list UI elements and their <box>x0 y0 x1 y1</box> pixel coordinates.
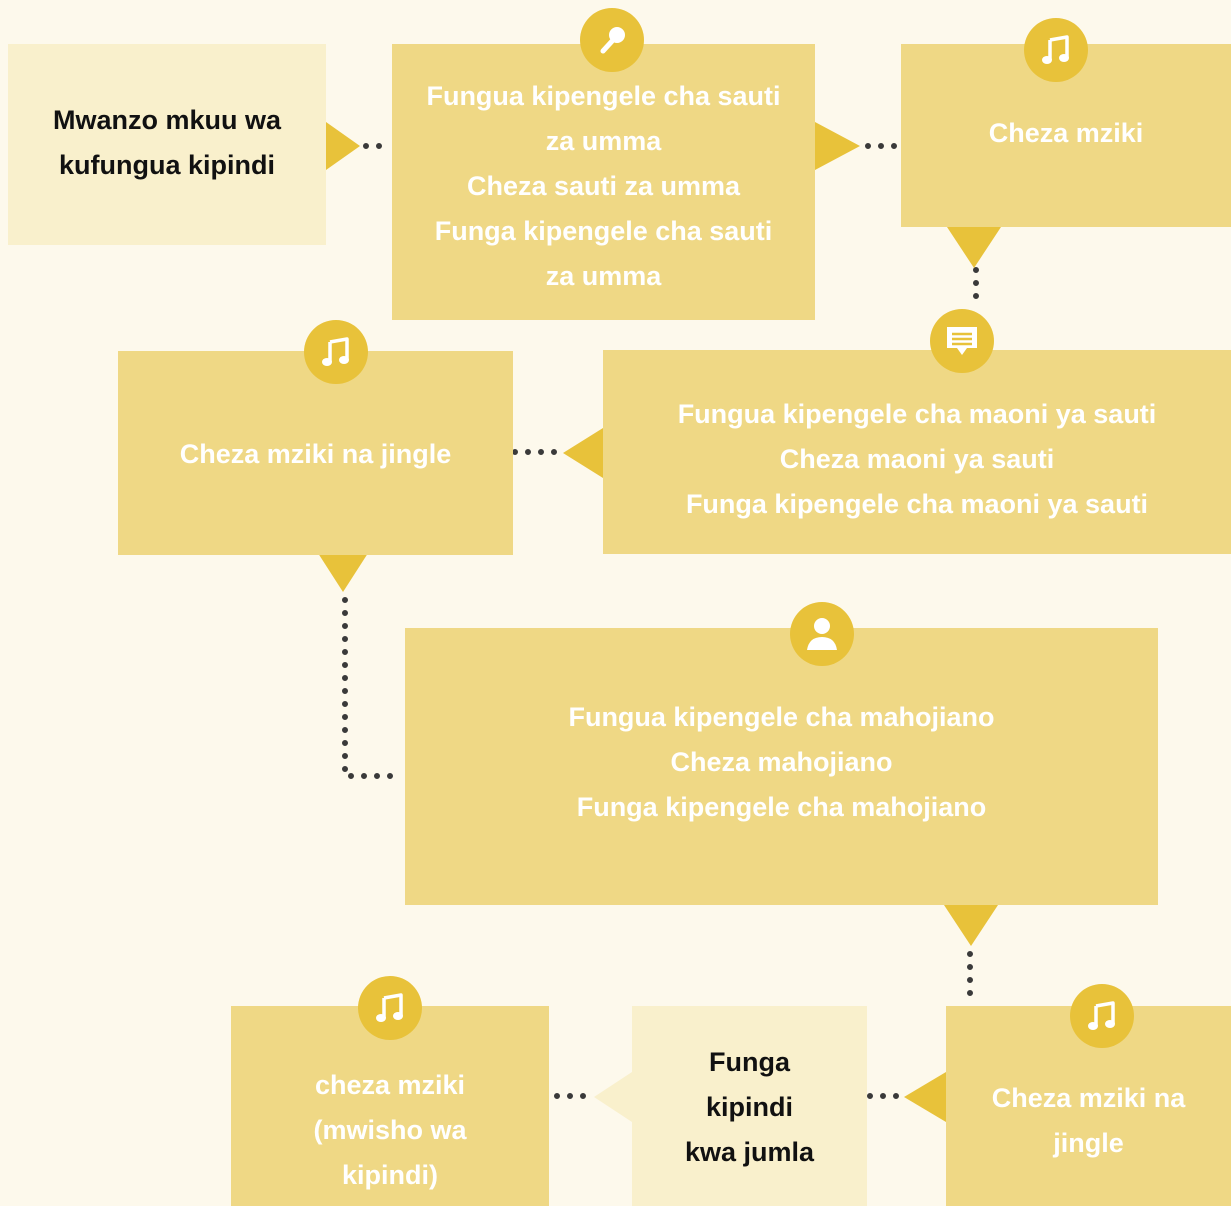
pointer-comments <box>563 428 603 478</box>
step-music-jingle-line-1: Cheza mziki na jingle <box>179 438 452 469</box>
step-public-voices-line-2: za umma <box>545 125 662 156</box>
microphone-icon <box>580 8 644 72</box>
music-note-icon <box>1024 18 1088 82</box>
pointer-public-voices <box>815 122 860 170</box>
step-end-music-line-3: kipindi) <box>342 1159 438 1190</box>
step-public-voices: Fungua kipengele cha sauti za umma Cheza… <box>392 44 815 320</box>
step-start: Mwanzo mkuu wa kufungua kipindi <box>8 44 326 245</box>
connector-jingle-to-interview <box>342 597 399 779</box>
pointer-close <box>594 1072 632 1122</box>
step-music-jingle-2-line-1: Cheza mziki na <box>991 1083 1186 1113</box>
step-music-jingle-2-line-2: jingle <box>1053 1128 1124 1158</box>
step-close-line-3: kwa jumla <box>684 1136 815 1167</box>
step-public-voices-line-5: za umma <box>545 260 662 291</box>
step-comments-line-1: Fungua kipengele cha maoni ya sauti <box>677 398 1157 429</box>
step-close-line-1: Funga <box>709 1046 790 1077</box>
speech-bubble-icon <box>930 309 994 373</box>
person-icon <box>790 602 854 666</box>
step-interview-line-3: Funga kipengele cha mahojiano <box>576 792 987 822</box>
step-start-line-1: Mwanzo mkuu wa <box>52 104 282 135</box>
pointer-music-jingle <box>316 550 370 592</box>
step-end-music-line-1: cheza mziki <box>314 1069 466 1100</box>
step-comments: Fungua kipengele cha maoni ya sauti Chez… <box>603 350 1231 554</box>
pointer-interview <box>944 905 998 946</box>
music-note-icon <box>358 976 422 1040</box>
pointer-start <box>326 122 360 170</box>
step-public-voices-line-4: Funga kipengele cha sauti <box>434 215 773 246</box>
music-note-icon <box>304 320 368 384</box>
music-note-icon <box>1070 984 1134 1048</box>
step-close: Funga kipindi kwa jumla <box>632 1006 867 1206</box>
step-interview-line-1: Fungua kipengele cha mahojiano <box>568 702 995 732</box>
step-end-music-line-2: (mwisho wa <box>313 1114 467 1145</box>
step-music-jingle: Cheza mziki na jingle <box>118 351 513 555</box>
step-start-line-2: kufungua kipindi <box>59 149 275 180</box>
step-comments-line-2: Cheza maoni ya sauti <box>779 443 1055 474</box>
step-public-voices-line-3: Cheza sauti za umma <box>466 170 741 201</box>
pointer-music-jingle-2 <box>904 1072 946 1122</box>
step-interview: Fungua kipengele cha mahojiano Cheza mah… <box>405 628 1158 905</box>
pointer-music <box>947 227 1001 268</box>
step-public-voices-line-1: Fungua kipengele cha sauti <box>426 80 781 111</box>
step-interview-line-2: Cheza mahojiano <box>670 747 893 777</box>
step-music-line-1: Cheza mziki <box>988 118 1144 148</box>
step-close-line-2: kipindi <box>706 1091 793 1122</box>
step-comments-line-3: Funga kipengele cha maoni ya sauti <box>685 488 1149 519</box>
